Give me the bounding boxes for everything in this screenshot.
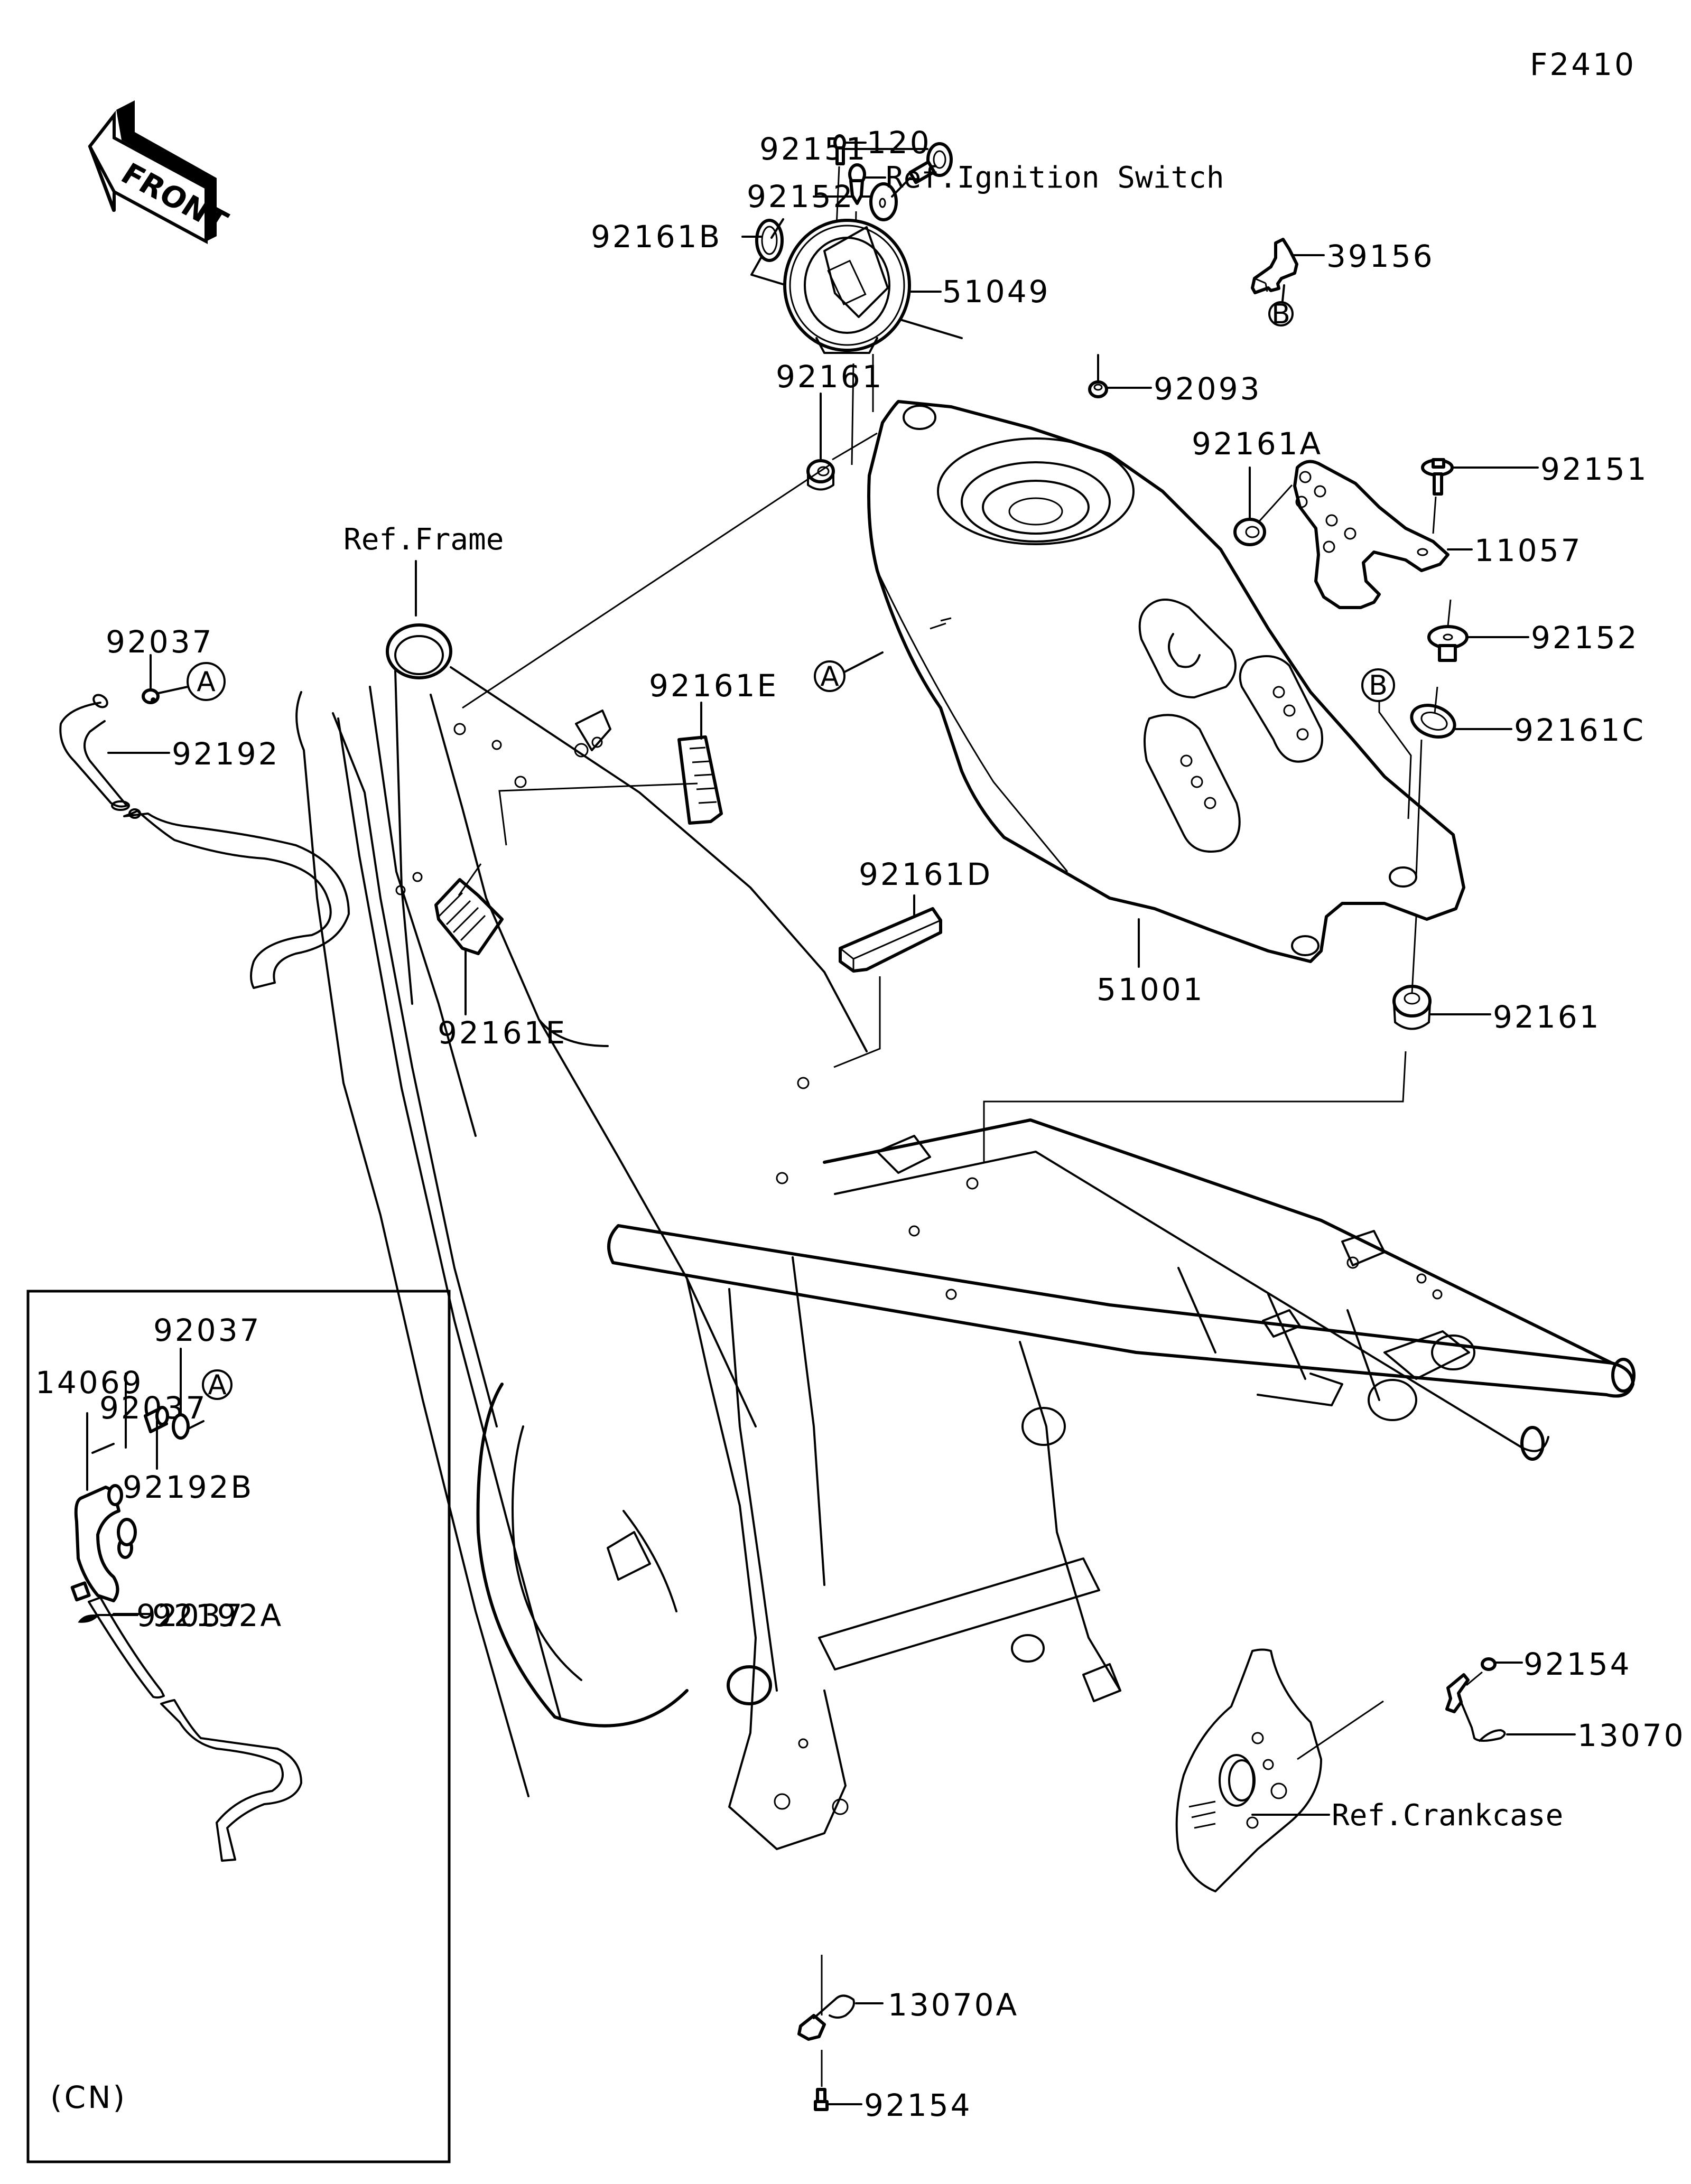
label-13070A: 13070A <box>888 1987 1019 2023</box>
part-92161-right[interactable]: 92161 <box>983 916 1601 1162</box>
diagram-code: F2410 <box>1530 46 1636 82</box>
part-92152-top[interactable]: 92152 <box>747 177 911 221</box>
part-92161B[interactable]: 92161B <box>591 218 963 339</box>
label-92161-top: 92161 <box>776 359 884 395</box>
label-92152-right: 92152 <box>1531 620 1639 656</box>
part-13070A[interactable]: 13070A <box>797 1955 1019 2087</box>
part-51001-fuel-tank[interactable]: 51001 <box>867 400 1465 1007</box>
cn-variant-box: (CN) <box>26 1290 451 2163</box>
part-92037-left[interactable]: 92037 <box>106 624 214 704</box>
part-92151-top[interactable]: 92151 <box>759 131 953 184</box>
connector-b-tank: B <box>1361 668 1412 819</box>
label-92161-right: 92161 <box>1493 999 1601 1035</box>
label-92154-right: 92154 <box>1523 1646 1632 1682</box>
label-39156: 39156 <box>1326 238 1435 274</box>
part-39156[interactable]: 39156 <box>1251 238 1435 302</box>
part-92152-right[interactable]: 92152 <box>1427 599 1639 662</box>
label-92037-cn-b: 92037 <box>153 1312 262 1348</box>
label-ref-frame: Ref.Frame <box>343 522 504 557</box>
part-92161C[interactable]: 92161C <box>1407 686 1646 878</box>
part-51049[interactable]: 51049 <box>783 219 1051 465</box>
label-92037-left: 92037 <box>106 624 214 660</box>
connector-a-left: A <box>187 662 226 701</box>
part-120[interactable]: 120 <box>831 125 932 323</box>
label-11057: 11057 <box>1474 533 1583 568</box>
part-92037-cn-a[interactable]: 92037 <box>91 1373 208 1546</box>
part-92161E-upper[interactable]: 92161E <box>498 668 778 846</box>
label-92152-top: 92152 <box>747 179 855 214</box>
part-92093[interactable]: 92093 <box>1088 354 1262 407</box>
part-92151-right[interactable]: 92151 <box>1421 451 1649 534</box>
label-14069: 14069 <box>35 1365 144 1401</box>
connector-a-label: A <box>820 661 839 693</box>
connector-b-label: B <box>1271 298 1290 330</box>
connector-a-tank: A <box>814 651 884 693</box>
label-92161D: 92161D <box>859 856 992 892</box>
label-92161E-upper: 92161E <box>649 668 778 704</box>
label-92161C: 92161C <box>1514 712 1646 748</box>
part-92154-bottom[interactable]: 92154 <box>814 2087 972 2123</box>
label-92161A: 92161A <box>1192 426 1323 462</box>
label-92161B: 92161B <box>591 219 722 255</box>
part-14069[interactable]: 14069 <box>35 1365 144 1602</box>
part-92161A[interactable]: 92161A <box>1192 426 1323 546</box>
label-92192B: 92192B <box>123 1469 254 1505</box>
label-51001: 51001 <box>1097 972 1205 1007</box>
part-92037-cn-b[interactable]: 92037 <box>153 1312 262 1440</box>
label-13070: 13070 <box>1577 1718 1686 1753</box>
connector-b-tank-label: B <box>1369 670 1388 702</box>
part-92154-right[interactable]: 92154 <box>1466 1646 1632 1686</box>
label-92192: 92192 <box>172 736 280 772</box>
label-92151-top: 92151 <box>759 131 868 167</box>
part-11057[interactable]: 11057 <box>1293 460 1583 609</box>
connector-a-cn-label: A <box>208 1369 227 1401</box>
frame-reference: Ref.Frame <box>295 522 1636 1850</box>
front-arrow-icon: FRONT <box>88 100 234 245</box>
label-ref-ignition-switch: Ref.Ignition Switch <box>886 161 1224 195</box>
part-13070[interactable]: 13070 <box>1445 1673 1686 1753</box>
part-92161-top[interactable]: 92161 <box>462 359 884 709</box>
label-92151-right: 92151 <box>1540 451 1649 487</box>
connector-a-left-label: A <box>197 666 216 698</box>
part-92161D[interactable]: 92161D <box>833 856 992 1068</box>
label-92161E-lower: 92161E <box>438 1015 567 1051</box>
label-51049: 51049 <box>942 274 1051 310</box>
part-92192B[interactable]: 92192B <box>123 1406 254 1505</box>
ignition-switch-reference: Ref.Ignition Switch <box>848 161 1224 296</box>
connector-b-top: B <box>1268 298 1294 330</box>
label-92037-cn-c: 92037 <box>136 1598 245 1634</box>
label-ref-crankcase: Ref.Crankcase <box>1332 1798 1563 1833</box>
part-92192A[interactable]: 92192A <box>88 1597 302 1862</box>
label-92093: 92093 <box>1154 371 1262 407</box>
cn-label: (CN) <box>50 2079 127 2115</box>
part-92161E-lower[interactable]: 92161E <box>434 863 567 1051</box>
label-92154-bottom: 92154 <box>864 2087 972 2123</box>
label-120: 120 <box>867 125 932 161</box>
label-92192A: 92192A <box>152 1598 283 1634</box>
connector-a-cn: A <box>202 1369 233 1401</box>
part-92192[interactable]: 92192 <box>59 693 350 989</box>
part-92037-cn-c[interactable]: 92037 <box>78 1598 245 1634</box>
crankcase-reference: Ref.Crankcase <box>1175 1648 1563 1892</box>
